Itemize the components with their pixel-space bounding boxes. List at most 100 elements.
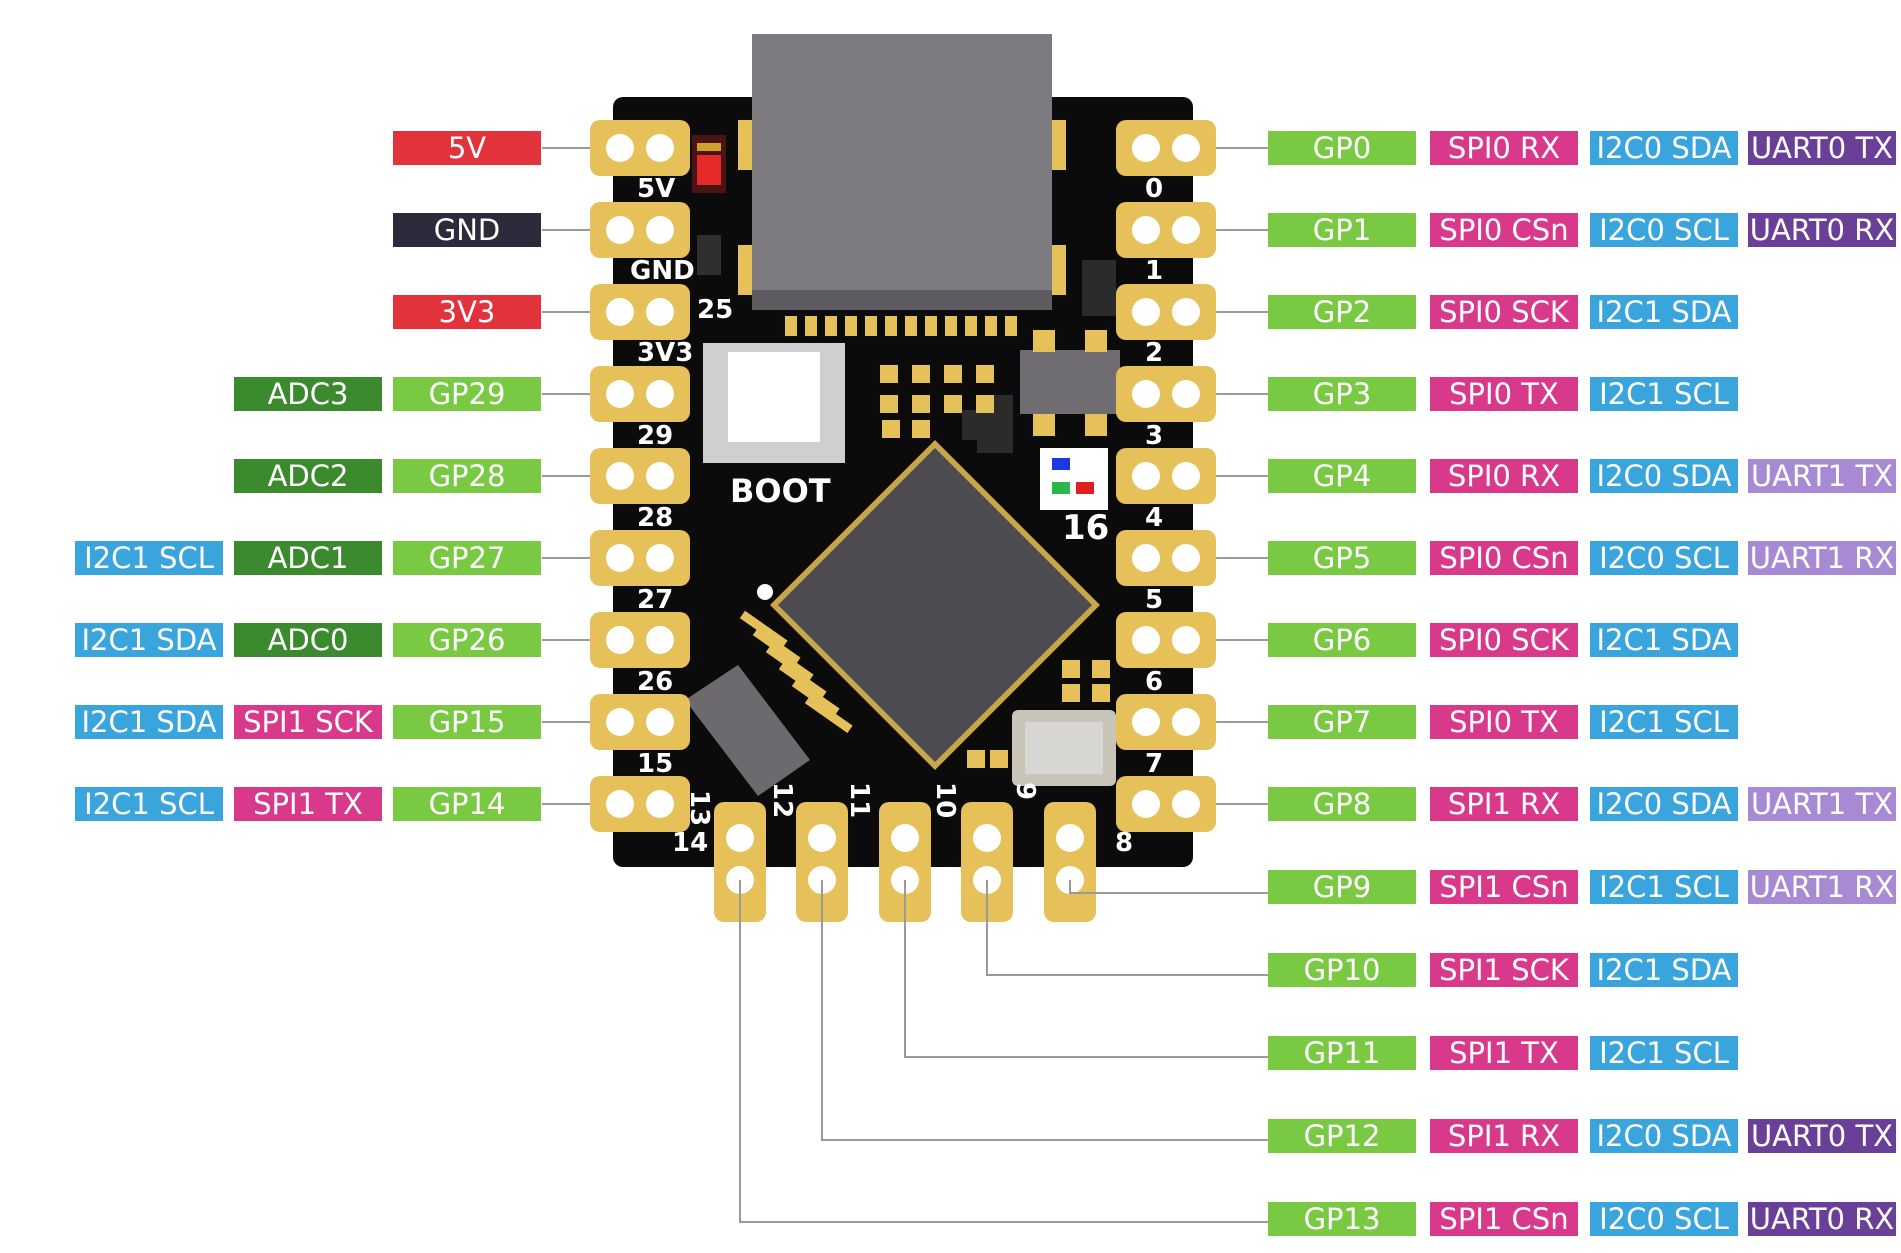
pin1-marker [757,584,773,600]
usb-shell-pad [1052,245,1066,295]
pin-function-tag: I2C1 SDA [1590,295,1738,329]
usb-pad [965,316,977,336]
led-pin-label: 25 [697,295,734,325]
left-header-pad-hole [606,298,634,326]
pin-function-tag: GP10 [1268,953,1416,987]
pin-function-tag: SPI1 RX [1430,787,1578,821]
left-header-pad [590,612,690,668]
pin-function-tag: GP4 [1268,459,1416,493]
right-header-pad [1116,202,1216,258]
silkscreen-label: 3V3 [637,338,694,368]
right-header-pad [1116,530,1216,586]
left-header-pad-hole [646,298,674,326]
pin-function-tag: GP13 [1268,1202,1416,1236]
right-header-pad-hole [1132,708,1160,736]
right-header-pad-hole [1132,626,1160,654]
right-header-pad-hole [1172,298,1200,326]
left-header-pad-hole [646,708,674,736]
pin-function-tag: I2C0 SCL [1590,213,1738,247]
left-header-pad [590,694,690,750]
resistor-array [778,661,827,700]
resistor-array [739,610,788,649]
usb-pad [825,316,837,336]
smd-pad [976,395,994,413]
right-header-pad [1116,120,1216,176]
rgb-led-blue [1052,458,1070,470]
left-header-pad-hole [606,134,634,162]
pin-function-tag: UART0 RX [1748,213,1896,247]
bottom-header-pad [796,802,848,922]
resistor-array [765,644,814,683]
left-header-pad [590,202,690,258]
left-header-pad-hole [606,626,634,654]
silkscreen-label: 29 [637,421,674,451]
left-header-pad-hole [646,216,674,244]
right-header-pad [1116,694,1216,750]
pin-function-tag: I2C1 SCL [75,787,223,821]
left-header-pad-hole [646,544,674,572]
pin-function-tag: SPI0 RX [1430,459,1578,493]
leader-line [1069,880,1268,894]
smd-pad [880,395,898,413]
leader-line [904,880,1268,1058]
regulator-pad [1033,330,1055,352]
bottom-header-pad-hole [973,824,1001,852]
silkscreen-label: 5 [1145,585,1164,615]
smd-pad [1062,660,1080,678]
right-header-pad-hole [1172,462,1200,490]
pin-function-tag: SPI0 CSn [1430,541,1578,575]
rgb-led-green [1052,482,1070,494]
pin-function-tag: GP27 [393,541,541,575]
pin-function-tag: GP6 [1268,623,1416,657]
resistor-array [752,627,801,666]
flash-chip [685,665,810,796]
right-header-pad-hole [1132,216,1160,244]
pin-function-tag: GP9 [1268,870,1416,904]
pin-function-tag: UART1 TX [1748,787,1896,821]
right-header-pad-hole [1132,298,1160,326]
left-header-pad-hole [606,708,634,736]
pin-function-tag: I2C1 SDA [75,705,223,739]
pin-function-tag: I2C0 SDA [1590,1119,1738,1153]
right-header-pad-hole [1132,462,1160,490]
left-header-pad [590,366,690,422]
usb-shell-pad [738,245,752,295]
rgb-pin-label: 16 [1062,508,1110,548]
pin-function-tag: SPI1 RX [1430,1119,1578,1153]
pin-function-tag: ADC1 [234,541,382,575]
pin-function-tag: SPI1 CSn [1430,870,1578,904]
smd-pad [1092,660,1110,678]
pin-function-tag: GP14 [393,787,541,821]
silkscreen-label: 4 [1145,503,1164,533]
smd-pad [990,750,1008,768]
pin-function-tag: 3V3 [393,295,541,329]
right-header-pad-hole [1172,380,1200,408]
pin-function-tag: UART1 TX [1748,459,1896,493]
silkscreen-label: 1 [1145,256,1164,286]
pin-function-tag: SPI0 RX [1430,131,1578,165]
pin-function-tag: SPI0 TX [1430,705,1578,739]
pin-function-tag: I2C1 SDA [1590,623,1738,657]
pin-function-tag: ADC3 [234,377,382,411]
smd-pad [882,420,900,438]
pin-function-tag: I2C0 SDA [1590,131,1738,165]
bottom-header-pad-hole [726,824,754,852]
silkscreen-label: GND [630,256,695,286]
pin-function-tag: SPI0 SCK [1430,295,1578,329]
regulator-pad [1033,414,1055,436]
led-resistor [697,235,721,275]
right-header-pad-hole [1132,134,1160,162]
usb-pad [1005,316,1017,336]
pin-function-tag: GP29 [393,377,541,411]
pin-function-tag: I2C0 SCL [1590,1202,1738,1236]
silkscreen-label: 27 [637,585,674,615]
silkscreen-label: 13 [684,790,714,827]
silkscreen-label: 2 [1145,338,1164,368]
rp2040-chip [778,448,1092,762]
silkscreen-label: 7 [1145,749,1164,779]
usb-shell-pad [738,120,752,170]
pin-function-tag: SPI1 CSn [1430,1202,1578,1236]
silkscreen-label: 6 [1145,667,1164,697]
left-header-pad-hole [646,462,674,490]
